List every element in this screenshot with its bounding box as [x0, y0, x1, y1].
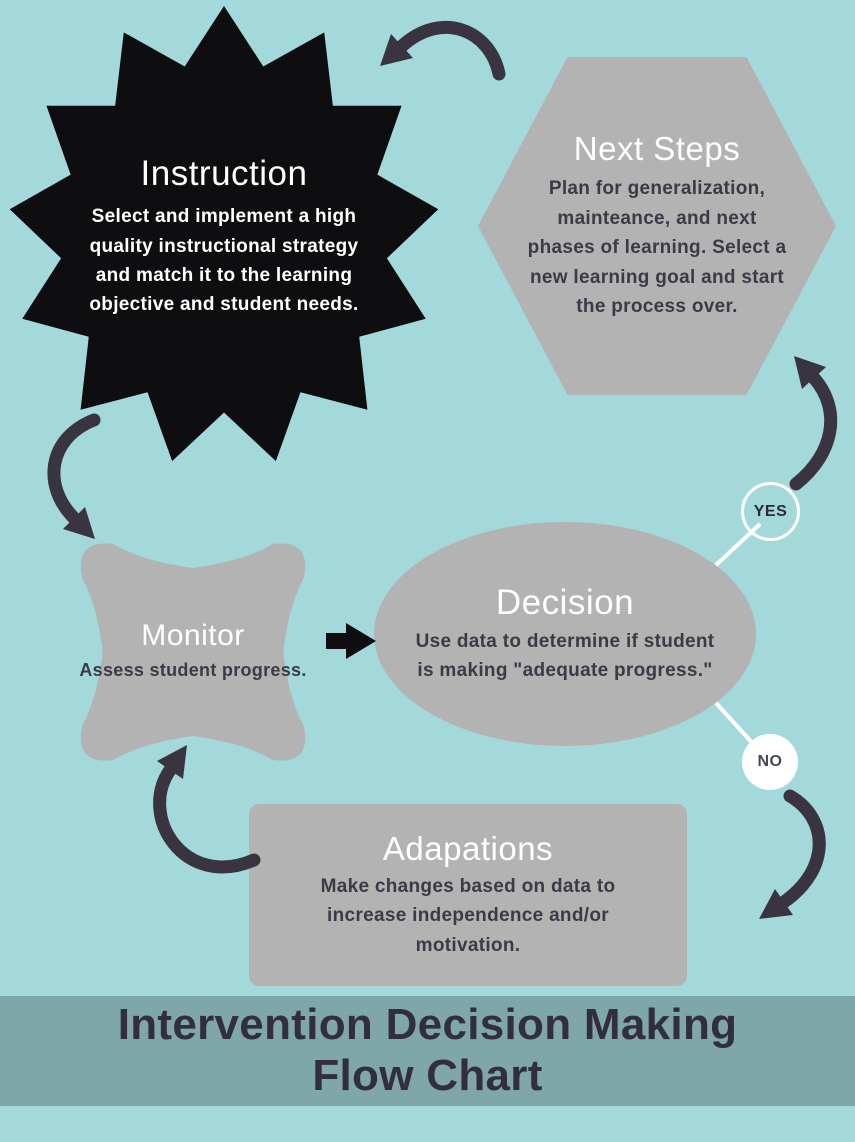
- monitor-to-decision-arrow-icon: [326, 623, 376, 659]
- footer-title-line2: Flow Chart: [312, 1051, 543, 1100]
- decision-title: Decision: [495, 582, 635, 622]
- instruction-body: Select and implement a high quality inst…: [89, 206, 359, 316]
- no-badge: NO: [742, 734, 798, 790]
- next-steps-title: Next Steps: [573, 130, 741, 168]
- monitor-title: Monitor: [141, 619, 245, 653]
- monitor-frame-shape: [80, 543, 306, 761]
- node-monitor: Monitor Assess student progress.: [64, 532, 322, 772]
- footer-title-line1: Intervention Decision Making: [117, 1000, 738, 1050]
- decision-body: Use data to determine if student is maki…: [415, 630, 715, 681]
- no-to-adaptations-arrow-icon: [759, 789, 826, 919]
- next-steps-to-instruction-arrow-icon: [380, 20, 506, 81]
- node-instruction: Instruction Select and implement a high …: [9, 6, 439, 462]
- instruction-to-monitor-arrow-icon: [47, 413, 101, 539]
- adaptations-title: Adapations: [382, 829, 554, 867]
- yes-to-next-steps-arrow-icon: [789, 356, 838, 491]
- node-decision: Decision Use data to determine if studen…: [374, 522, 756, 746]
- decision-to-no-connector: [714, 701, 758, 749]
- next-steps-body: Plan for generalization, mainteance, and…: [527, 178, 787, 318]
- adaptations-body: Make changes based on data to increase i…: [320, 875, 616, 956]
- node-adaptations: Adapations Make changes based on data to…: [249, 804, 687, 986]
- instruction-title: Instruction: [140, 154, 308, 194]
- node-next-steps: Next Steps Plan for generalization, main…: [478, 57, 836, 395]
- yes-badge: YES: [741, 482, 800, 541]
- monitor-body: Assess student progress.: [79, 660, 307, 681]
- footer-band: Intervention Decision Making Flow Chart: [0, 996, 855, 1106]
